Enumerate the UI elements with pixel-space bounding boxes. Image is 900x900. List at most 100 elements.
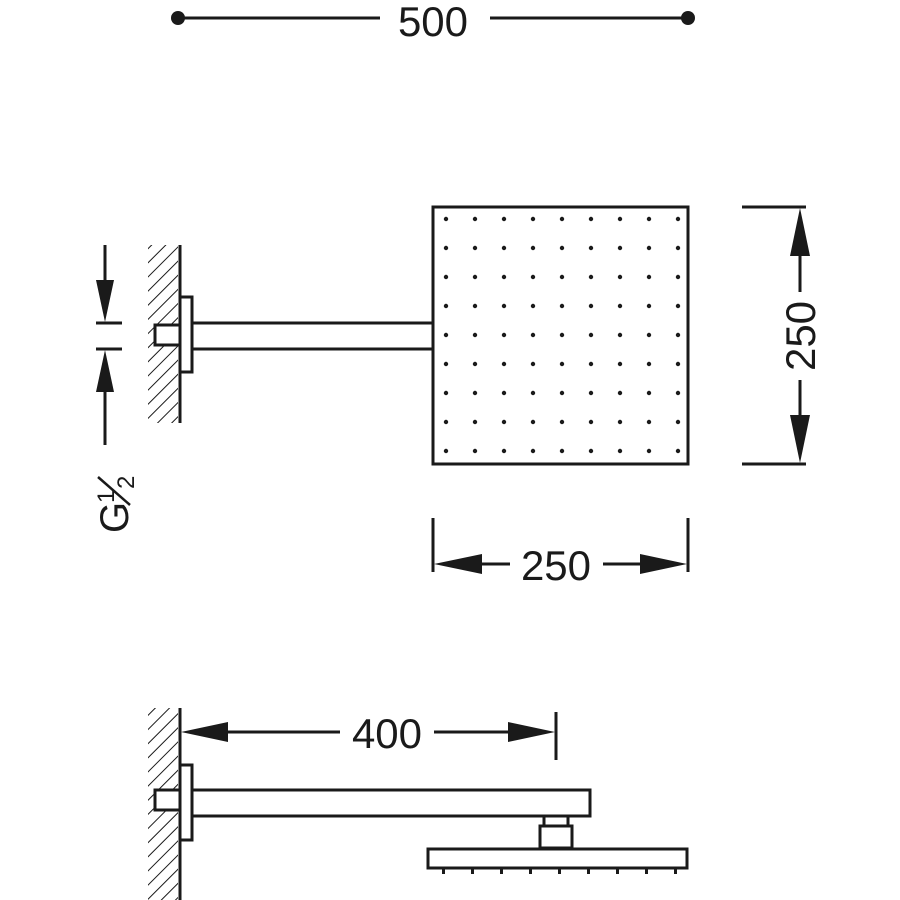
shower-nozzle bbox=[646, 216, 652, 222]
shower-nozzle bbox=[588, 216, 594, 222]
shower-nozzle bbox=[646, 332, 652, 338]
head-width-dimension bbox=[431, 518, 690, 574]
side-shower-arm bbox=[190, 788, 592, 818]
shower-nozzle bbox=[472, 361, 478, 367]
shower-nozzle bbox=[472, 274, 478, 280]
shower-nozzle bbox=[501, 390, 507, 396]
shower-nozzle bbox=[501, 332, 507, 338]
shower-nozzle bbox=[617, 274, 623, 280]
thread-prefix: G bbox=[93, 502, 137, 533]
head-width-label: 250 bbox=[521, 542, 591, 589]
shower-nozzle bbox=[675, 390, 681, 396]
thread-label: G 1 2 bbox=[93, 476, 140, 533]
shower-nozzle bbox=[559, 216, 565, 222]
shower-nozzle bbox=[501, 448, 507, 454]
shower-nozzle bbox=[646, 448, 652, 454]
width-arrow-left bbox=[434, 554, 482, 574]
side-nozzle bbox=[645, 869, 648, 874]
dimension-endpoint-right bbox=[681, 11, 695, 25]
shower-nozzle bbox=[530, 361, 536, 367]
thread-arrow-down bbox=[96, 280, 114, 322]
shower-nozzle bbox=[443, 448, 449, 454]
shower-nozzle bbox=[559, 245, 565, 251]
shower-nozzle bbox=[617, 245, 623, 251]
shower-arm bbox=[190, 321, 435, 351]
shower-nozzle bbox=[472, 245, 478, 251]
shower-nozzle bbox=[443, 390, 449, 396]
shower-nozzle bbox=[617, 361, 623, 367]
side-nozzle bbox=[529, 869, 532, 874]
thread-dimension bbox=[96, 245, 122, 445]
thread-arrow-up bbox=[96, 350, 114, 392]
shower-nozzle bbox=[501, 245, 507, 251]
shower-nozzle bbox=[530, 419, 536, 425]
side-nozzle bbox=[587, 869, 590, 874]
shower-nozzle bbox=[675, 332, 681, 338]
shower-nozzle bbox=[559, 390, 565, 396]
shower-nozzle bbox=[675, 448, 681, 454]
shower-nozzle bbox=[588, 390, 594, 396]
shower-nozzle bbox=[472, 419, 478, 425]
shower-nozzle bbox=[675, 361, 681, 367]
shower-nozzle bbox=[443, 361, 449, 367]
shower-nozzle bbox=[617, 332, 623, 338]
side-nozzle bbox=[471, 869, 474, 874]
wall-flange bbox=[178, 295, 194, 374]
shower-nozzle bbox=[530, 332, 536, 338]
shower-nozzle bbox=[501, 419, 507, 425]
shower-nozzle bbox=[646, 419, 652, 425]
shower-nozzle-grid bbox=[443, 216, 681, 454]
shower-nozzle bbox=[472, 216, 478, 222]
shower-nozzle bbox=[530, 390, 536, 396]
shower-nozzle bbox=[646, 274, 652, 280]
shower-nozzle bbox=[472, 390, 478, 396]
flange-nipple bbox=[153, 323, 182, 347]
shower-nozzle bbox=[530, 274, 536, 280]
front-view-arm bbox=[153, 295, 435, 374]
head-height-label: 250 bbox=[777, 301, 824, 371]
shower-nozzle bbox=[443, 245, 449, 251]
shower-nozzle bbox=[559, 303, 565, 309]
shower-nozzle bbox=[443, 303, 449, 309]
side-flange-nipple bbox=[153, 788, 182, 812]
height-arrow-down bbox=[790, 415, 810, 463]
shower-nozzle bbox=[675, 245, 681, 251]
shower-nozzle bbox=[675, 216, 681, 222]
arm-length-dimension bbox=[181, 712, 558, 760]
shower-nozzle bbox=[559, 448, 565, 454]
thread-fraction-denominator: 2 bbox=[113, 476, 140, 489]
arm-arrow-right bbox=[508, 722, 555, 742]
shower-nozzle bbox=[675, 274, 681, 280]
shower-nozzle bbox=[472, 332, 478, 338]
front-view-shower-head bbox=[431, 205, 690, 466]
side-shower-head bbox=[426, 847, 689, 870]
arm-arrow-left bbox=[181, 722, 228, 742]
shower-nozzle bbox=[501, 216, 507, 222]
shower-nozzle bbox=[617, 216, 623, 222]
side-nozzle bbox=[674, 869, 677, 874]
shower-nozzle bbox=[472, 448, 478, 454]
side-nozzle bbox=[442, 869, 445, 874]
shower-nozzle bbox=[559, 274, 565, 280]
shower-nozzle bbox=[646, 390, 652, 396]
overall-width-label: 500 bbox=[398, 0, 468, 45]
shower-nozzle bbox=[588, 361, 594, 367]
shower-nozzle bbox=[501, 361, 507, 367]
shower-nozzle bbox=[443, 332, 449, 338]
shower-nozzle bbox=[501, 274, 507, 280]
shower-nozzle bbox=[443, 274, 449, 280]
shower-nozzle bbox=[530, 245, 536, 251]
shower-nozzle bbox=[617, 419, 623, 425]
shower-nozzle bbox=[588, 419, 594, 425]
shower-nozzle bbox=[675, 419, 681, 425]
shower-nozzle bbox=[646, 245, 652, 251]
shower-nozzle bbox=[617, 303, 623, 309]
overall-width-dimension: 500 bbox=[171, 0, 695, 45]
side-nozzle bbox=[500, 869, 503, 874]
shower-nozzle bbox=[443, 216, 449, 222]
thread-fraction-bar bbox=[97, 476, 131, 506]
shower-nozzle bbox=[559, 361, 565, 367]
shower-nozzle bbox=[588, 274, 594, 280]
shower-nozzle bbox=[501, 303, 507, 309]
